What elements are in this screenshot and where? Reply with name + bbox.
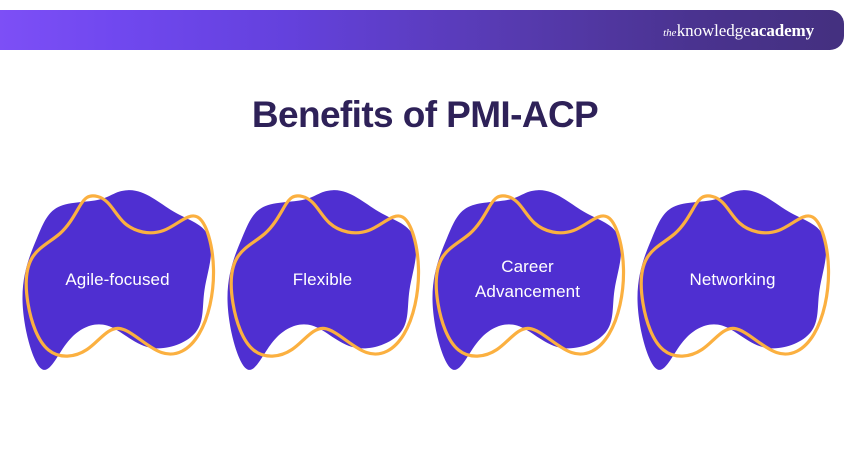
blob-shape-icon: [637, 190, 831, 370]
page-title: Benefits of PMI-ACP: [251, 94, 599, 135]
benefit-card-career-advancement: Career Advancement: [425, 186, 630, 372]
benefits-row: Agile-focused Flexible Career Advancemen…: [0, 186, 850, 372]
blob-outline: [639, 194, 831, 358]
blob-fill: [22, 190, 212, 370]
blob-fill: [227, 190, 417, 370]
blob-fill: [432, 190, 622, 370]
blob-outline: [229, 194, 421, 358]
blob-shape-icon: [432, 190, 626, 370]
blob-fill: [637, 190, 827, 370]
blob-shape-icon: [22, 190, 216, 370]
benefit-card-networking: Networking: [630, 186, 835, 372]
benefit-card-agile-focused: Agile-focused: [15, 186, 220, 372]
benefit-card-flexible: Flexible: [220, 186, 425, 372]
blob-outline: [434, 194, 626, 358]
brand-logo-word-knowledge: knowledge: [676, 20, 751, 40]
brand-logo-prefix: the: [663, 26, 677, 39]
brand-logo-word-academy: academy: [750, 20, 814, 40]
blob-outline: [24, 194, 216, 358]
blob-shape-icon: [227, 190, 421, 370]
